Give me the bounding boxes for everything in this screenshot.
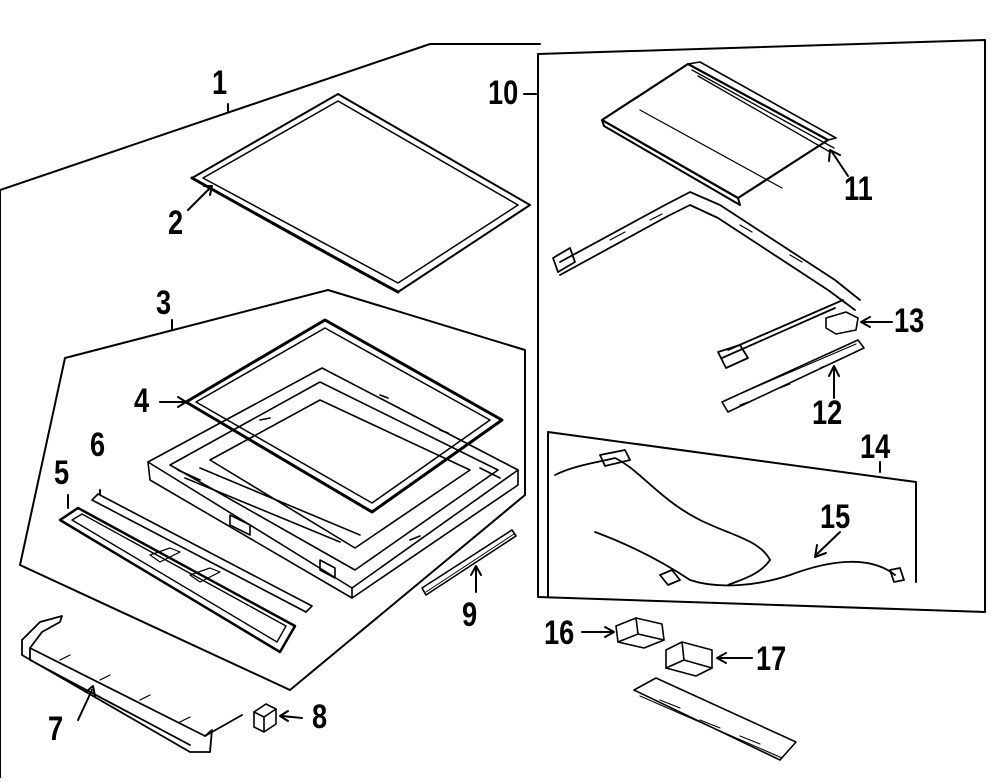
callout-17: 17 xyxy=(756,640,787,678)
group-10-box xyxy=(537,39,986,613)
part-12-guide xyxy=(721,339,865,413)
track-frame xyxy=(552,191,861,369)
part-9-trim xyxy=(421,529,517,596)
callout-2: 2 xyxy=(168,204,184,242)
callout-14: 14 xyxy=(860,428,891,466)
frame-housing xyxy=(147,367,519,599)
part-6-strip xyxy=(91,493,313,613)
callout-6: 6 xyxy=(90,426,106,464)
part-13-bracket xyxy=(825,311,859,335)
part-16-motor xyxy=(615,617,665,649)
callout-5: 5 xyxy=(54,454,70,492)
part-11-sunshade xyxy=(600,61,837,206)
bottom-tray xyxy=(633,677,797,761)
part-5-deflector xyxy=(58,506,297,654)
callout-13: 13 xyxy=(894,302,925,340)
callout-3: 3 xyxy=(156,284,172,322)
callout-10: 10 xyxy=(488,74,519,112)
callout-9: 9 xyxy=(462,596,478,634)
group-1-outline xyxy=(0,43,541,779)
callout-11: 11 xyxy=(844,170,873,208)
group-3-outline xyxy=(19,289,526,691)
callout-7: 7 xyxy=(48,710,64,748)
callout-16: 16 xyxy=(544,614,575,652)
callout-1: 1 xyxy=(212,64,228,102)
part-17-module xyxy=(665,641,713,677)
part-14-harness xyxy=(554,449,905,587)
callout-12: 12 xyxy=(812,394,843,432)
part-8-clip xyxy=(253,703,277,733)
part-7-rail xyxy=(21,615,243,753)
leader-lines xyxy=(67,93,893,722)
callout-8: 8 xyxy=(312,698,328,736)
group-14-box xyxy=(547,431,917,598)
part-2-glass-panel xyxy=(190,93,531,294)
callout-15: 15 xyxy=(820,498,851,536)
callout-4: 4 xyxy=(134,382,150,420)
part-4-seal xyxy=(184,318,504,514)
